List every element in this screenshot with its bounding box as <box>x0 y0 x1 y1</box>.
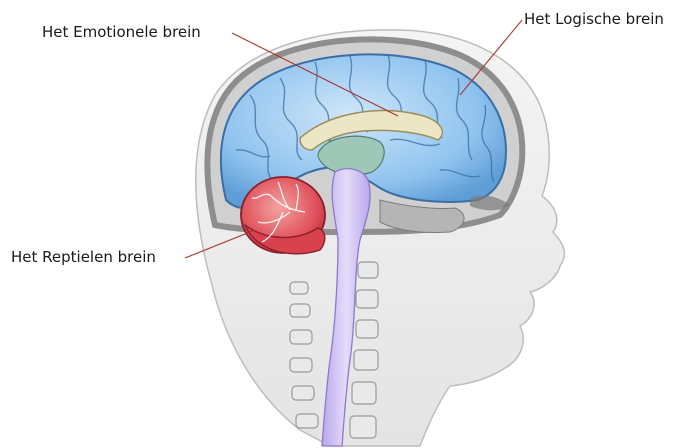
label-logical-brain: Het Logische brein <box>524 12 664 27</box>
label-reptilian-brain: Het Reptielen brein <box>11 250 156 265</box>
label-emotional-brain: Het Emotionele brein <box>42 25 201 40</box>
